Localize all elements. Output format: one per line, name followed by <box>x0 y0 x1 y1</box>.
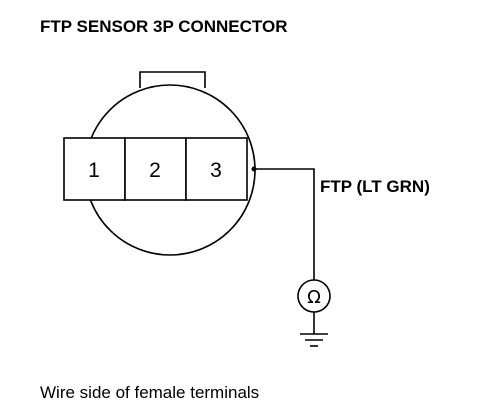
ground-icon <box>300 333 328 347</box>
terminal-2-label: 2 <box>149 159 161 182</box>
terminal-3 <box>185 137 248 201</box>
wire-label: FTP (LT GRN) <box>320 177 430 196</box>
ohmmeter: Ω <box>297 279 331 334</box>
probe-wire <box>251 166 315 280</box>
terminal-1 <box>63 137 126 201</box>
connector-locking-tab <box>139 71 206 88</box>
diagram-title: FTP SENSOR 3P CONNECTOR <box>40 17 288 36</box>
ohm-symbol: Ω <box>307 287 321 308</box>
terminal-3-label: 3 <box>210 159 222 182</box>
terminal-1-label: 1 <box>88 159 100 182</box>
caption: Wire side of female terminals <box>40 383 259 402</box>
wire-line <box>254 168 315 280</box>
terminal-block: 1 2 3 <box>63 137 248 201</box>
